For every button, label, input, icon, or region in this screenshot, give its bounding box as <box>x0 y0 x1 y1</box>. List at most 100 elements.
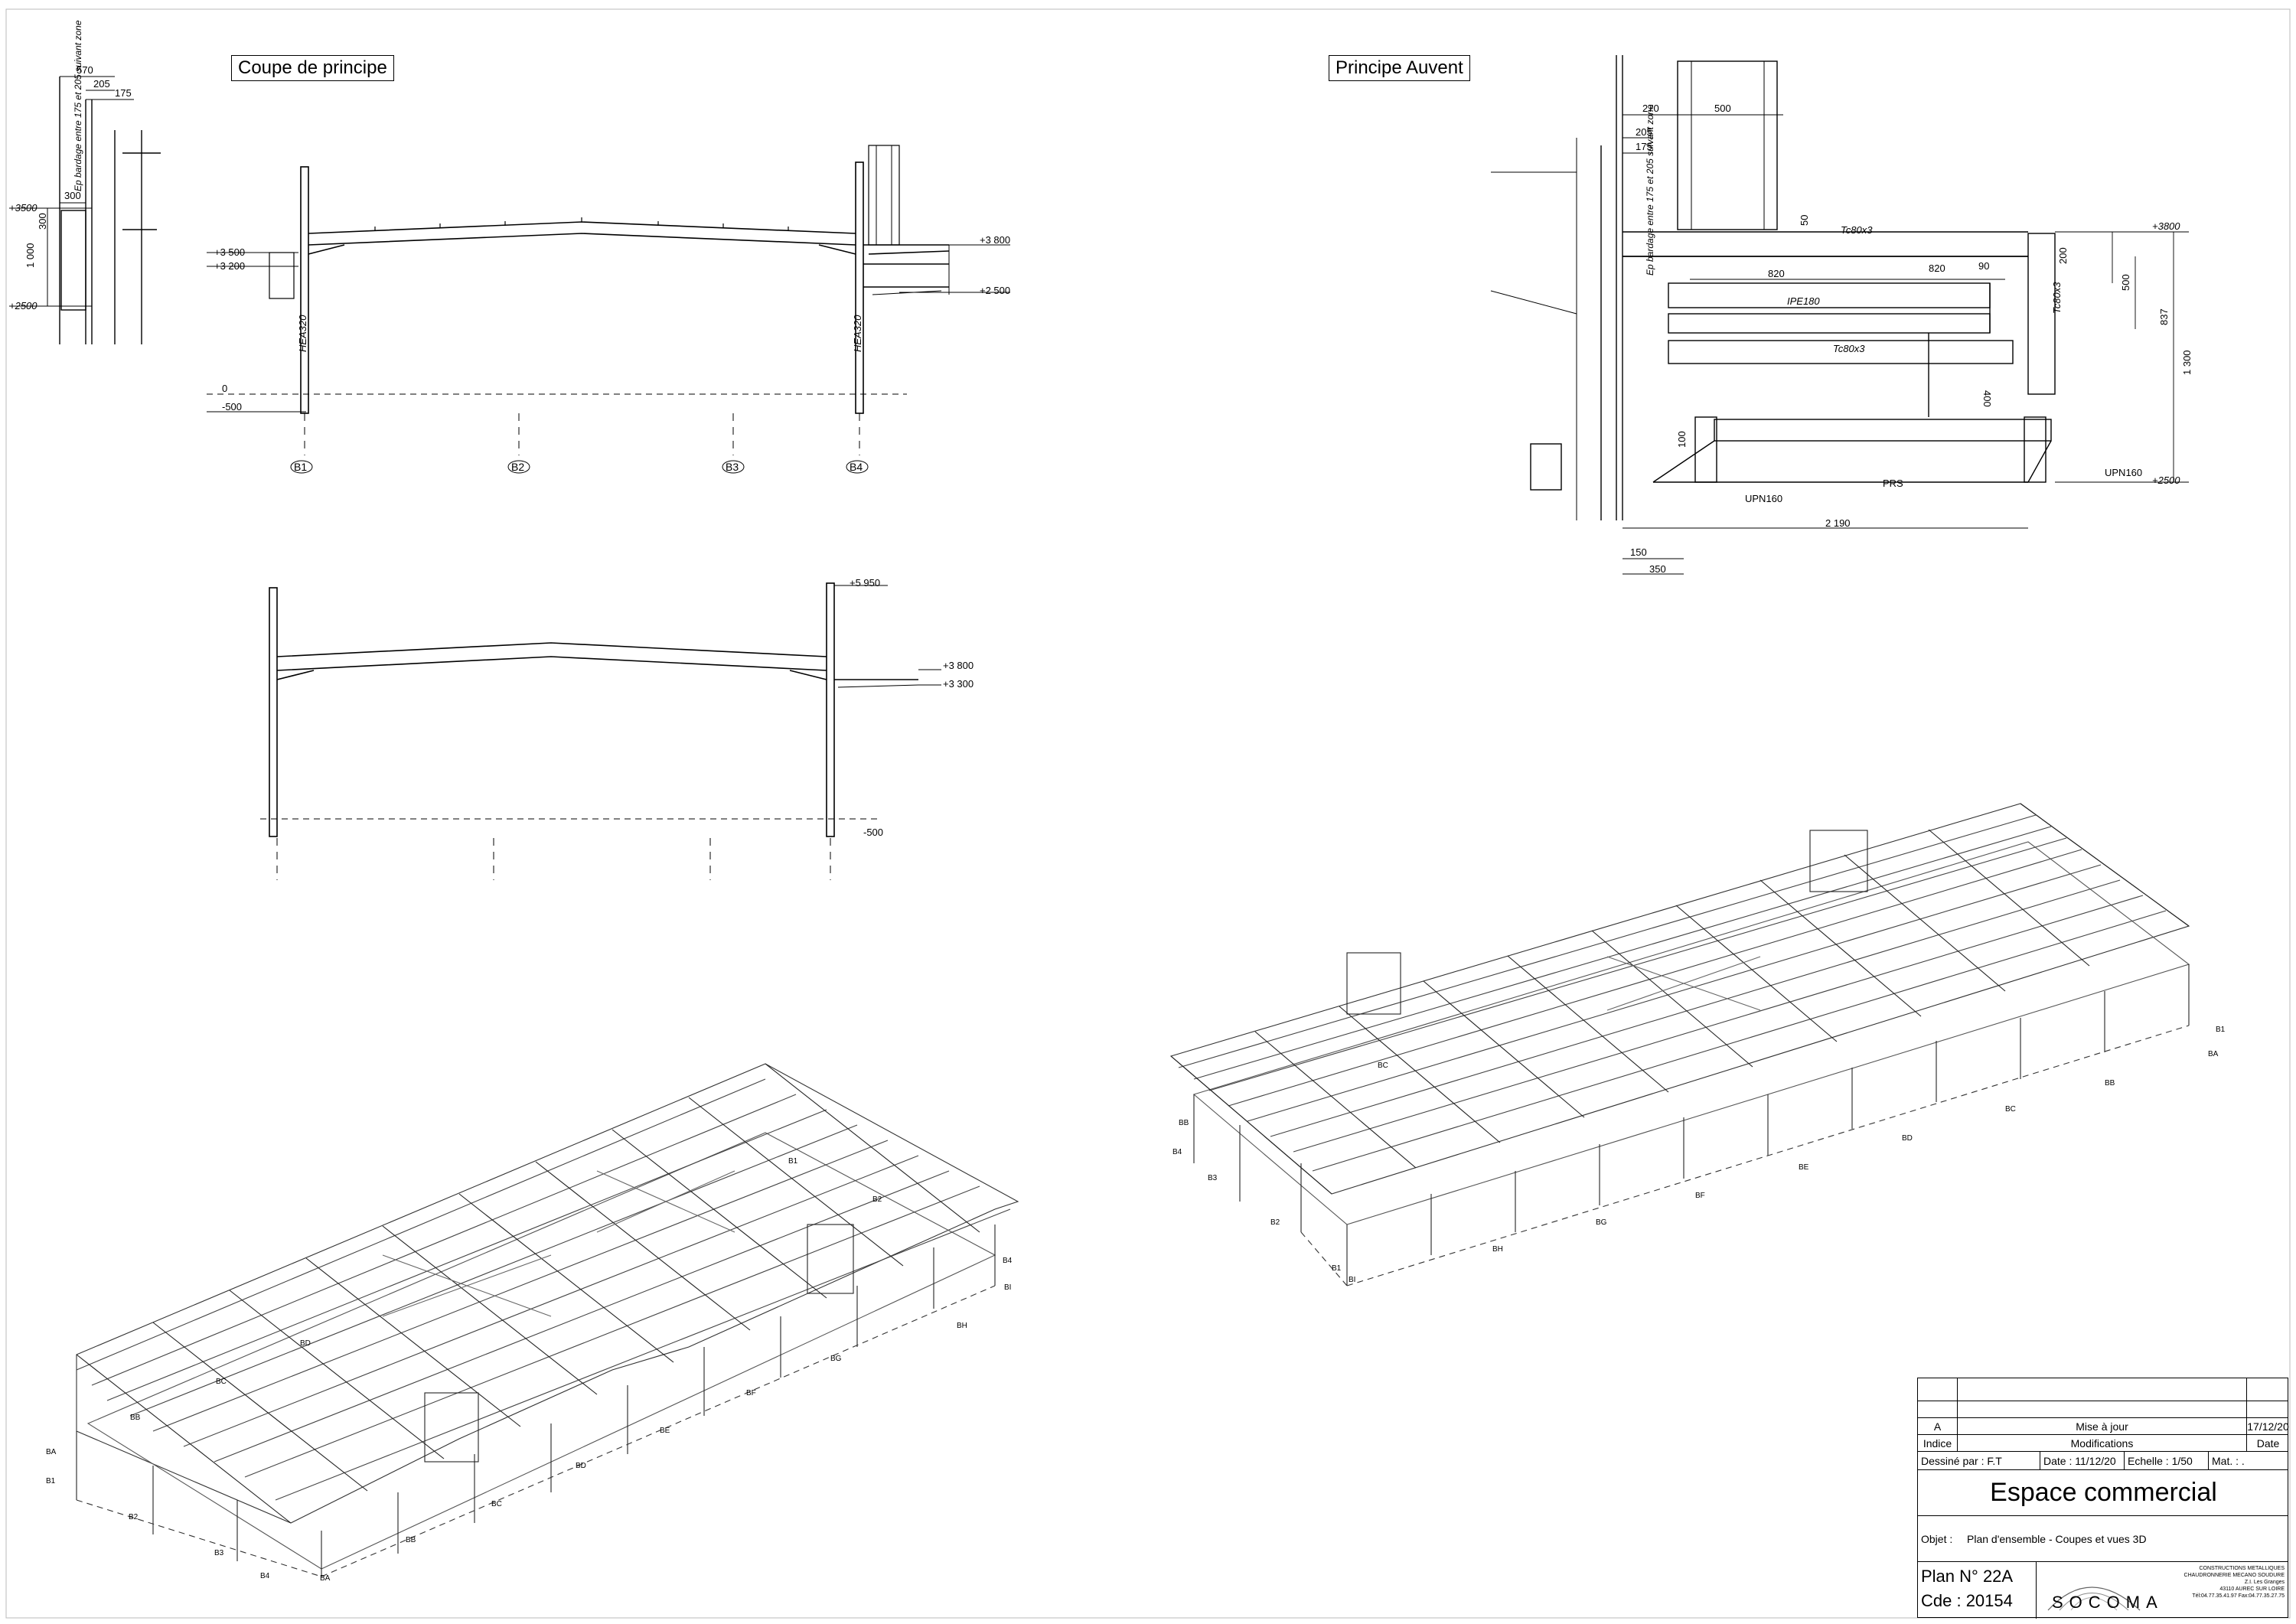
prof-upn160-l: UPN160 <box>1745 493 1782 504</box>
dim-270: 270 <box>1642 103 1659 114</box>
modifications-label: Modifications <box>1958 1435 2247 1451</box>
iso-right-label: B2 <box>1270 1218 1280 1227</box>
iso-left-label: BC <box>491 1500 502 1508</box>
lvl-3300: +3 300 <box>943 678 974 690</box>
coupe2-labels: +5 950 +3 800 +3 300 -500 <box>850 577 974 838</box>
lvl-3800-b: +3 800 <box>943 660 974 671</box>
iso-left-label: BG <box>830 1355 842 1363</box>
iso-right-label: BG <box>1596 1218 1607 1227</box>
dim-175: 175 <box>115 87 132 99</box>
iso-left-label: BF <box>746 1389 756 1397</box>
prof-prs: PRS <box>1883 478 1903 489</box>
iso-left-label: B2 <box>872 1195 882 1204</box>
dim-200: 200 <box>2057 247 2069 264</box>
iso-right <box>1169 803 2190 1286</box>
dim-820-b: 820 <box>1929 263 1945 274</box>
bardage-note: Ep bardage entre 175 et 205 suivant zone <box>73 20 83 191</box>
tb-empty-row <box>1918 1378 2288 1401</box>
rev-desc: Mise à jour <box>1958 1418 2247 1434</box>
company-name: SOCOMA <box>2052 1593 2164 1612</box>
iso-left-label: BE <box>660 1427 670 1435</box>
coupe1-labels: +3 500 +3 200 0 -500 +3 800 +2 500 HEA32… <box>214 234 1010 413</box>
lvl-m500: -500 <box>222 401 242 413</box>
company-line: Z.I. Les Granges <box>2244 1580 2285 1585</box>
grid-B3: B3 <box>726 461 739 473</box>
dim-175: 175 <box>1636 141 1652 152</box>
dim-400: 400 <box>1981 390 1993 407</box>
detail-left-labels: 570 205 175 300 300 1 000 +3500 +2500 Ep… <box>9 20 132 311</box>
dim-150: 150 <box>1630 546 1647 558</box>
iso-right-label: B1 <box>1332 1264 1342 1273</box>
iso-right-label: BD <box>1902 1134 1913 1143</box>
company-logo-area: CONSTRUCTIONS METALLIQUES CHAUDRONNERIE … <box>2037 1562 2289 1619</box>
draw-date: Date : 11/12/20 <box>2040 1452 2125 1469</box>
lvl-3500: +3 500 <box>214 246 245 258</box>
material: Mat. : . <box>2212 1454 2245 1467</box>
detail-left <box>9 76 161 344</box>
prof-tc80-top: Tc80x3 <box>1841 224 1873 236</box>
auvent-title: Principe Auvent <box>1329 55 1470 81</box>
auvent-labels: 270 500 205 175 50 820 820 90 200 500 83… <box>1630 103 2193 575</box>
scale: Echelle : 1/50 <box>2125 1452 2209 1469</box>
dim-300-b: 300 <box>37 213 48 230</box>
dim-500-v: 500 <box>2120 274 2131 291</box>
auvent-detail <box>1490 55 2189 575</box>
tb-project-row: Espace commercial <box>1918 1470 2288 1516</box>
auvent-bardage-note: Ep bardage entre 175 et 205 suivant zone <box>1645 104 1655 276</box>
iso-left-label: BC <box>216 1378 227 1386</box>
prof-upn160-r: UPN160 <box>2105 467 2142 478</box>
title-block: A Mise à jour 17/12/20 Indice Modificati… <box>1917 1378 2289 1619</box>
dim-205: 205 <box>1636 126 1652 138</box>
iso-left-label: BD <box>576 1462 586 1470</box>
iso-right-labels: B1 BA BB BC BD BE BF BG BH BI B1 B2 B3 B… <box>1172 1026 2226 1284</box>
tb-objet-row: Objet : Plan d'ensemble - Coupes et vues… <box>1918 1516 2288 1562</box>
dim-100: 100 <box>1676 431 1688 448</box>
iso-right-label: BB <box>2105 1079 2115 1088</box>
company-line: CHAUDRONNERIE MECANO SOUDURE <box>2183 1573 2285 1578</box>
dim-350: 350 <box>1649 563 1666 575</box>
profile-hea320-right: HEA320 <box>852 315 863 352</box>
iso-left-labels: BA B1 B2 B3 B4 BA BB BC BD BE BF BG BH B… <box>46 1157 1013 1583</box>
lvl-3800: +3800 <box>2152 220 2180 232</box>
iso-left-label: BA <box>46 1448 57 1456</box>
iso-right-label: B1 <box>2216 1026 2226 1034</box>
iso-right-label: BA <box>2208 1050 2219 1058</box>
lvl-5950: +5 950 <box>850 577 880 589</box>
iso-left-label: BA <box>320 1574 331 1583</box>
iso-right-label: BB <box>1179 1119 1189 1127</box>
dim-50: 50 <box>1799 215 1810 226</box>
iso-right-label: BI <box>1349 1276 1355 1284</box>
company-address: CONSTRUCTIONS METALLIQUES CHAUDRONNERIE … <box>2184 1565 2285 1600</box>
iso-left-label: B3 <box>214 1549 224 1557</box>
iso-left-label: B2 <box>129 1513 139 1521</box>
order-number: Cde : 20154 <box>1921 1591 2013 1610</box>
socoma-logo-icon <box>2047 1586 2141 1611</box>
dim-2190: 2 190 <box>1825 517 1851 529</box>
drawn-by: Dessiné par : F.T <box>1918 1452 2040 1469</box>
tb-info-row: Dessiné par : F.T Date : 11/12/20 Echell… <box>1918 1452 2288 1470</box>
prof-ipe180: IPE180 <box>1787 295 1820 307</box>
dim-300-a: 300 <box>64 190 81 201</box>
tb-plan-row: Plan N° 22A Cde : 20154 CONSTRUCTIONS ME… <box>1918 1562 2288 1619</box>
level-3500: +3500 <box>9 202 38 214</box>
sheet-border <box>5 8 2291 1619</box>
iso-left-label: BH <box>957 1322 967 1330</box>
company-line: 43110 AUREC SUR LOIRE <box>2219 1586 2285 1592</box>
dim-90: 90 <box>1978 260 1989 272</box>
iso-left-label: B1 <box>788 1157 798 1166</box>
iso-left <box>76 1063 1019 1577</box>
prof-tc80-mid: Tc80x3 <box>1833 343 1865 354</box>
coupe-title: Coupe de principe <box>231 55 394 81</box>
prof-tc80-v: Tc80x3 <box>2051 282 2063 314</box>
objet-value: Plan d'ensemble - Coupes et vues 3D <box>1967 1532 2147 1545</box>
lvl-3200: +3 200 <box>214 260 245 272</box>
plan-number: Plan N° 22A <box>1921 1567 2014 1586</box>
grid-B1: B1 <box>294 461 307 473</box>
coupe1 <box>207 145 1010 455</box>
tb-revision-row: A Mise à jour 17/12/20 <box>1918 1418 2289 1435</box>
lvl-0: 0 <box>222 383 227 394</box>
iso-right-label: BF <box>1695 1192 1705 1200</box>
date-label: Date <box>2256 1436 2280 1450</box>
